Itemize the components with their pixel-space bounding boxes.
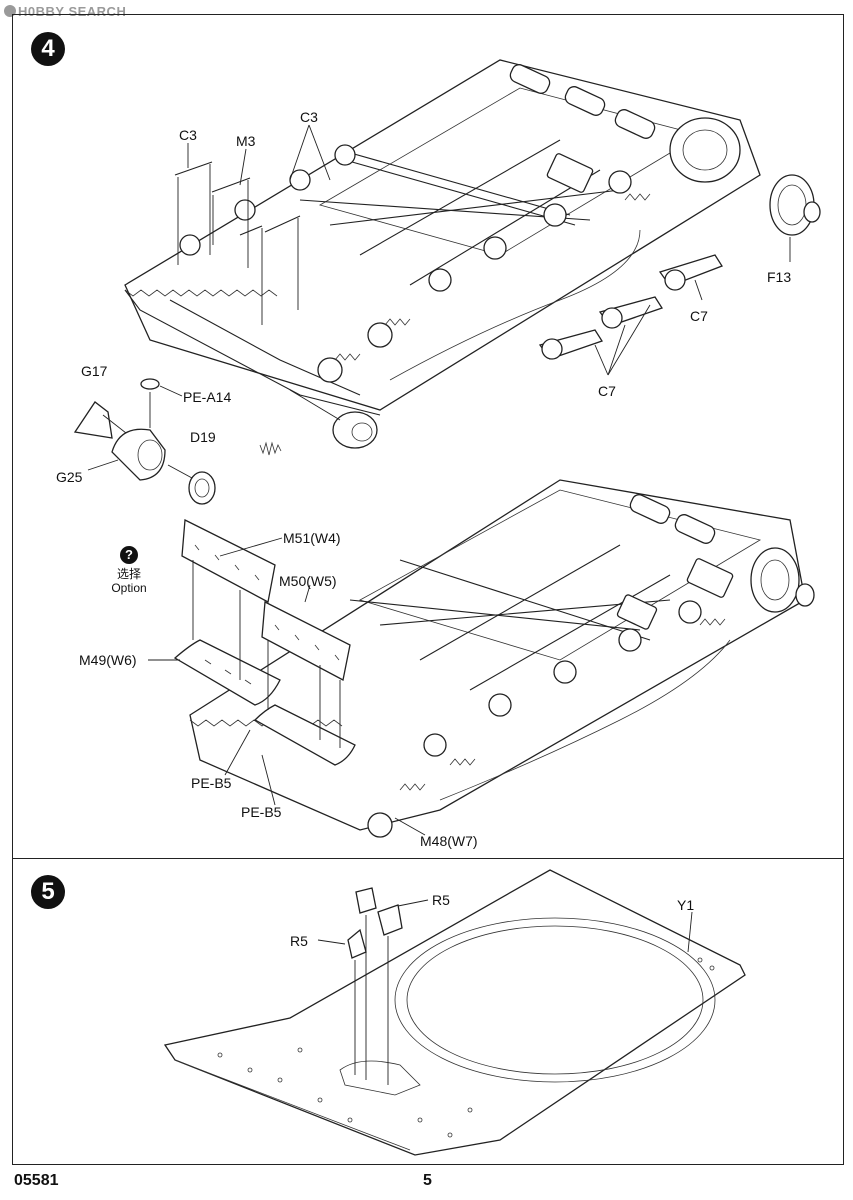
label-c7-upper: C7 xyxy=(690,308,708,324)
page-number: 5 xyxy=(423,1172,432,1189)
question-icon: ? xyxy=(120,546,138,564)
label-c3-right: C3 xyxy=(300,109,318,125)
label-pe-a14: PE-A14 xyxy=(183,389,232,405)
label-m3: M3 xyxy=(236,133,256,149)
label-pe-b5-b: PE-B5 xyxy=(241,804,282,820)
label-f13: F13 xyxy=(767,269,792,285)
r5-brackets xyxy=(317,887,429,1085)
product-code: 05581 xyxy=(14,1172,59,1189)
option-label-cn: 选择 xyxy=(116,567,141,581)
step-4-number: 4 xyxy=(31,32,65,66)
upper-hull-assembly xyxy=(124,59,761,416)
m49-m51-mudflaps xyxy=(148,518,426,836)
label-g17: G17 xyxy=(81,363,108,379)
label-d19: D19 xyxy=(190,429,216,445)
step-5-panel xyxy=(12,858,844,1165)
option-label-en: Option xyxy=(111,581,147,595)
f13-sprocket xyxy=(769,174,821,262)
watermark-text: H0BBY SEARCH xyxy=(18,4,127,19)
watermark: H0BBY SEARCH xyxy=(4,4,126,19)
label-c7-lower: C7 xyxy=(598,383,616,399)
c7-arms xyxy=(538,254,723,376)
y1-floor-plate xyxy=(163,869,746,1156)
label-pe-b5-a: PE-B5 xyxy=(191,775,232,791)
c3-m3-parts xyxy=(174,124,331,325)
label-m50: M50(W5) xyxy=(279,573,337,589)
step-5-number: 5 xyxy=(31,875,65,909)
label-c3-left: C3 xyxy=(179,127,197,143)
label-y1: Y1 xyxy=(677,897,695,913)
g17-g25-d19-parts xyxy=(73,378,282,505)
label-r5-right: R5 xyxy=(432,892,450,908)
label-g25: G25 xyxy=(56,469,83,485)
label-m51: M51(W4) xyxy=(283,530,341,546)
label-m49: M49(W6) xyxy=(79,652,137,668)
front-idler xyxy=(289,389,378,449)
label-r5-left: R5 xyxy=(290,933,308,949)
label-m48: M48(W7) xyxy=(420,833,478,849)
